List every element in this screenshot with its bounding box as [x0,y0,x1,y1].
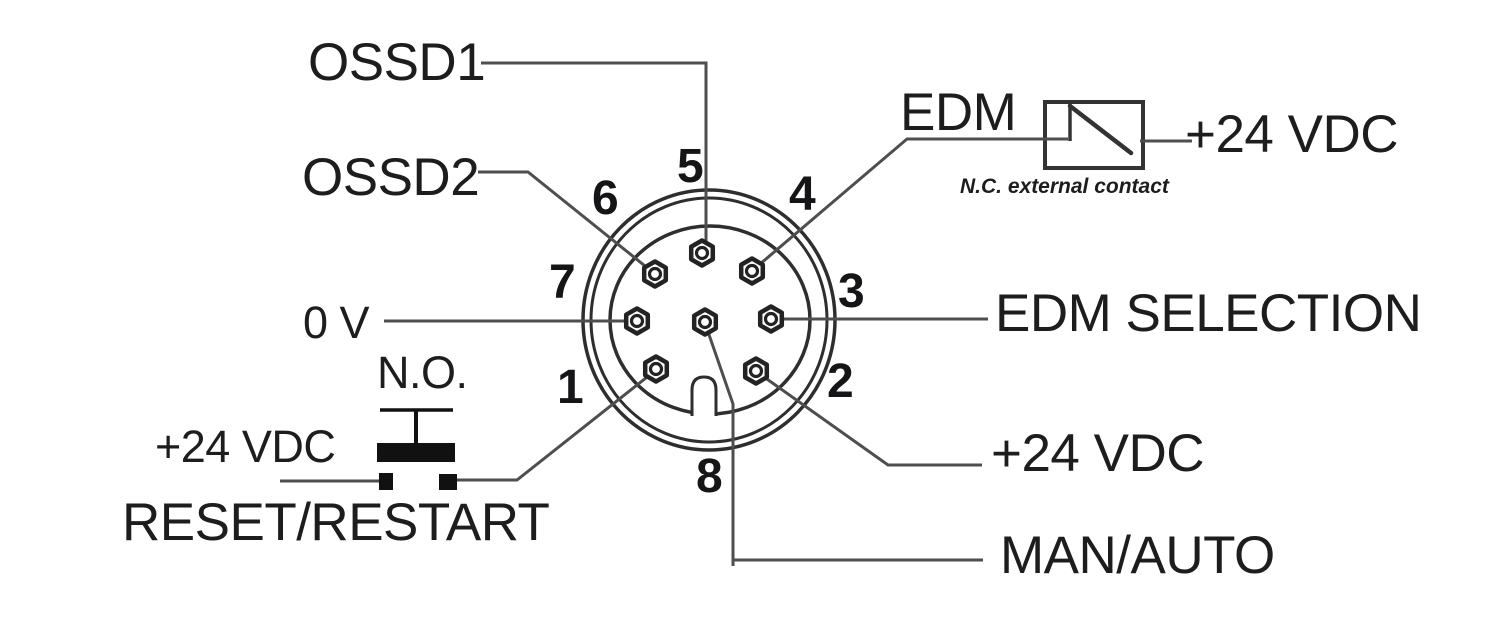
label-no-contact: N.O. [377,347,468,398]
label-ossd2: OSSD2 [302,148,480,207]
pin-3-contact [760,307,782,332]
wire-pin1-reset [456,368,657,482]
wires [280,61,1192,566]
label-reset-restart: RESET/RESTART [122,493,550,552]
keying-notch [690,375,718,416]
pin-5-contact [691,241,713,266]
wire-man-auto [704,325,983,566]
pin-4-contact [741,259,763,284]
label-24vdc-pin2: +24 VDC [991,424,1205,483]
pin-number-2: 2 [827,355,854,408]
pin-number-4: 4 [789,168,816,221]
nc-contact-box [1043,100,1145,170]
reset-pushbutton-symbol [377,408,457,490]
pin-number-1: 1 [557,361,584,414]
pin-7-contact [626,309,648,334]
label-edm: EDM [900,83,1017,142]
label-man-auto: MAN/AUTO [1000,526,1275,585]
label-ossd1: OSSD1 [308,33,486,92]
nc-contact-symbol [1067,103,1134,156]
label-nc-note: N.C. external contact [960,175,1169,198]
wire-ossd1 [481,61,708,249]
label-24vdc-edm: +24 VDC [1185,105,1399,164]
pin-number-6: 6 [592,172,619,225]
pushbutton-contact-right [439,474,457,490]
pin-number-8: 8 [696,450,723,503]
wire-pin2-24vdc [756,370,982,467]
pin-2-contact [745,359,767,384]
pin-number-3: 3 [838,265,865,318]
nc-contact-blade [1067,103,1134,156]
pin-8-contact [694,310,716,335]
pin-number-5: 5 [677,140,704,193]
label-24vdc-reset: +24 VDC [155,421,336,472]
wire-ossd2 [478,170,656,276]
wire-edm [752,137,1068,272]
pushbutton-contact-left [379,473,393,490]
label-edm-selection: EDM SELECTION [995,284,1422,343]
label-0v: 0 V [303,297,370,348]
pin-number-7: 7 [549,256,576,309]
pin-1-contact [645,357,667,382]
pushbutton-bridge [377,443,455,462]
connector-pins [626,241,782,384]
pin-6-contact [644,262,666,287]
